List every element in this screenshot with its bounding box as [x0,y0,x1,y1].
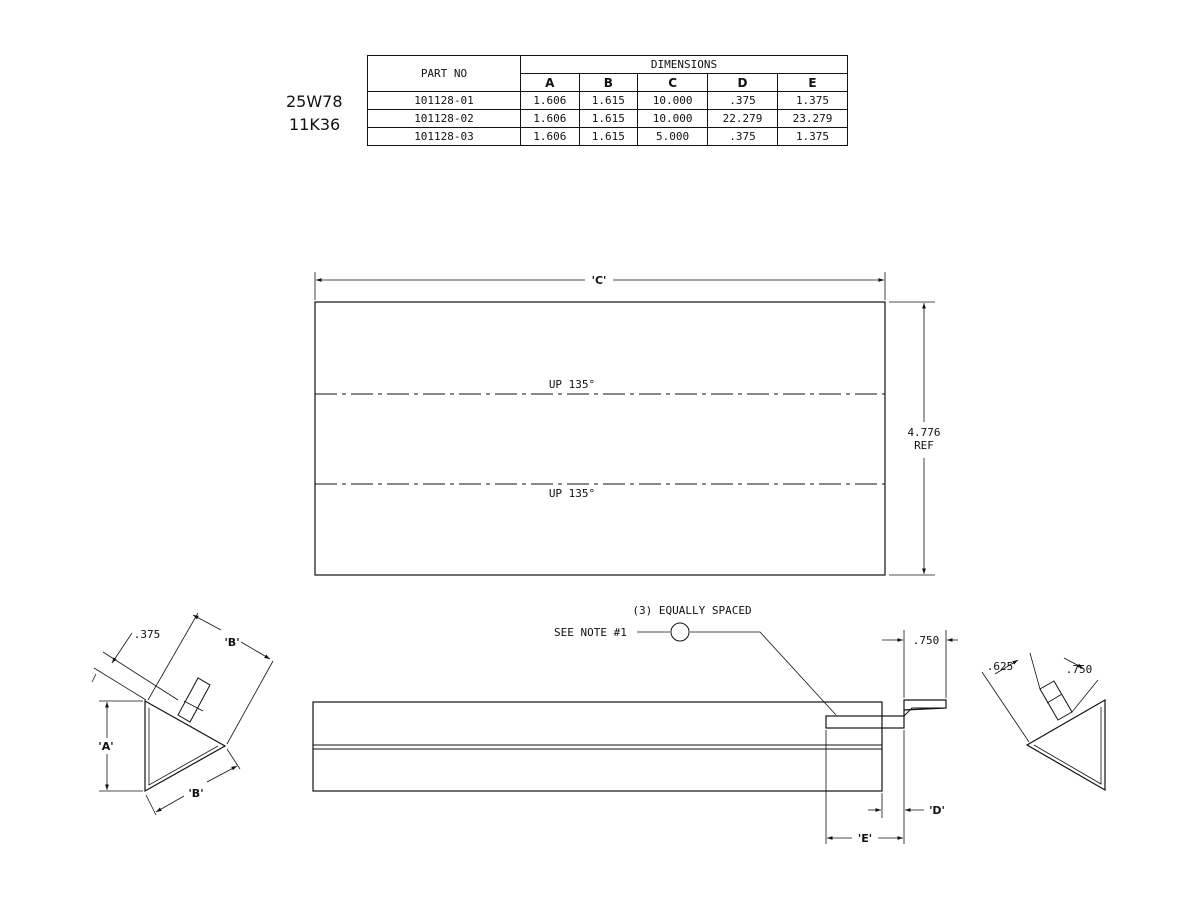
b-bottom-extension-1 [145,794,157,816]
b-top-dimension-line-1 [192,614,222,631]
note-balloon [670,622,690,642]
right-offset-label: .625 [987,660,1014,673]
e-dimension-label: 'E' [858,832,872,845]
right-offset-extension [981,671,1030,743]
b-top-extension-2 [226,660,274,745]
part-number-cell: 101128-03 [367,127,521,146]
dim-cell: 1.606 [520,91,580,110]
c-dimension-label: 'C' [592,274,607,287]
right-tab-inner [1046,693,1063,704]
b-bottom-extension-2 [226,748,241,770]
dimensions-table: PART NO DIMENSIONS A B C D E 101128-01 1… [367,55,848,146]
dim-cell: 10.000 [637,109,709,128]
flat-pattern-view [314,272,935,576]
left-tab [177,677,211,723]
tab-width-label: .750 [913,634,940,647]
dim-cell: 1.375 [777,127,848,146]
table-row: 101128-02 1.606 1.615 10.000 22.279 23.2… [367,109,848,128]
table-row: 101128-01 1.606 1.615 10.000 .375 1.375 [367,91,848,110]
left-tab-inner [183,700,204,712]
right-tab-extension-2 [1071,679,1099,713]
right-offset-arrow [994,659,1019,675]
b-bottom-label: 'B' [188,787,203,800]
offset-leader-1 [93,667,147,701]
left-triangle-outline [144,699,227,793]
flat-blank-outline [314,301,886,576]
b-top-dimension-line-2 [240,641,271,660]
spacing-note: (3) EQUALLY SPACED [632,604,751,617]
d-dimension-label: 'D' [929,804,945,817]
front-tab-riser [903,707,946,717]
left-offset-label: .375 [134,628,161,641]
b-top-label: 'B' [224,636,239,649]
dim-cell: .375 [707,91,778,110]
right-tab-extension-1 [1029,652,1041,690]
dim-cell: 5.000 [637,127,709,146]
offset-dimension-tick [91,673,97,683]
part-label-1: 25W78 [286,92,343,111]
front-tab-bracket [903,699,947,716]
right-tab [1039,680,1073,721]
dim-cell: 1.615 [578,127,639,146]
b-top-extension-1 [147,612,199,701]
part-label-2: 11K36 [289,115,341,134]
dim-cell: 1.375 [777,91,848,110]
note-leader-right [690,631,837,716]
a-dimension-label: 'A' [98,740,113,753]
bend-label-top: UP 135° [549,378,595,391]
right-triangle-outline [1025,698,1106,792]
height-dimension-value: 4.776 [907,426,940,439]
right-tab-arrow [1063,657,1084,669]
dim-cell: 10.000 [637,91,709,110]
height-ref-label: REF [914,439,934,452]
dim-cell: 1.606 [520,127,580,146]
front-tab-foot [825,715,905,729]
b-bottom-dimension-line-2 [206,765,238,783]
right-end-view [981,652,1106,792]
right-tab-label: .750 [1066,663,1093,676]
table-row: 101128-03 1.606 1.615 5.000 .375 1.375 [367,127,848,146]
left-end-view [91,612,274,816]
right-inner-edge [1033,707,1102,785]
left-inner-edge [148,708,219,786]
b-bottom-dimension-line-1 [155,795,185,813]
front-view [312,622,958,844]
dim-cell: .375 [707,127,778,146]
front-body-outline [312,701,883,792]
dim-cell: 1.615 [578,109,639,128]
bend-label-bottom: UP 135° [549,487,595,500]
see-note-label: SEE NOTE #1 [554,626,627,639]
offset-dimension-arrow [111,632,133,664]
